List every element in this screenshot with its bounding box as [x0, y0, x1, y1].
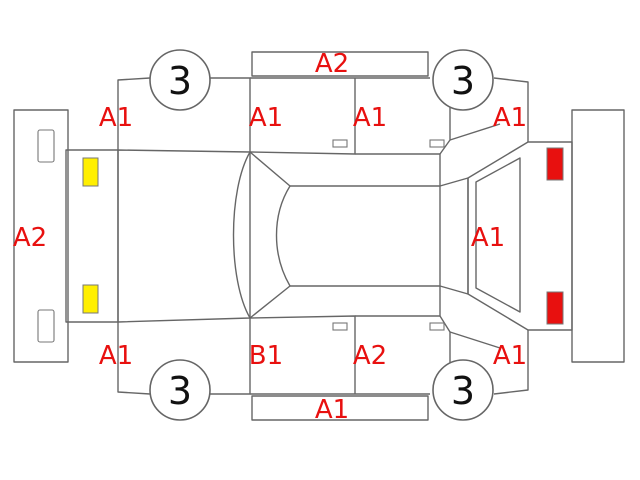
front-left-lamp — [82, 157, 99, 187]
code-top-rear-door: A1 — [353, 103, 387, 133]
code-back-door: A1 — [471, 223, 505, 253]
code-bottom-rear-quarter: A1 — [493, 341, 527, 371]
tire-front-right-value: 3 — [168, 369, 192, 413]
tire-rear-left-value: 3 — [451, 59, 475, 103]
front-right-lamp — [82, 284, 99, 314]
tire-rear-right[interactable]: 3 — [432, 359, 494, 421]
code-bottom-rear-door: A2 — [353, 341, 387, 371]
body-top-side[interactable] — [117, 77, 529, 155]
rear-left-lamp — [546, 147, 564, 181]
code-roof-top-panel: A2 — [315, 49, 349, 79]
tire-front-left[interactable]: 3 — [149, 49, 211, 111]
roof-top-panel[interactable] — [251, 51, 429, 77]
code-bottom-front-fender: A1 — [99, 341, 133, 371]
tire-front-right[interactable]: 3 — [149, 359, 211, 421]
tire-rear-left[interactable]: 3 — [432, 49, 494, 111]
front-bumper[interactable] — [13, 109, 69, 363]
rocker-bottom-panel[interactable] — [251, 395, 429, 421]
cabin-roof[interactable] — [232, 151, 469, 319]
code-front-bumper: A2 — [13, 223, 47, 253]
tire-rear-right-value: 3 — [451, 369, 475, 413]
code-bottom-front-door: B1 — [249, 341, 283, 371]
body-bottom-side[interactable] — [117, 315, 529, 395]
code-top-rear-quarter: A1 — [493, 103, 527, 133]
code-top-front-fender: A1 — [99, 103, 133, 133]
rear-bumper[interactable] — [571, 109, 625, 363]
back-door[interactable] — [467, 141, 573, 331]
code-bottom-rocker: A1 — [315, 395, 349, 425]
rear-right-lamp — [546, 291, 564, 325]
code-top-front-door: A1 — [249, 103, 283, 133]
tire-front-left-value: 3 — [168, 59, 192, 103]
